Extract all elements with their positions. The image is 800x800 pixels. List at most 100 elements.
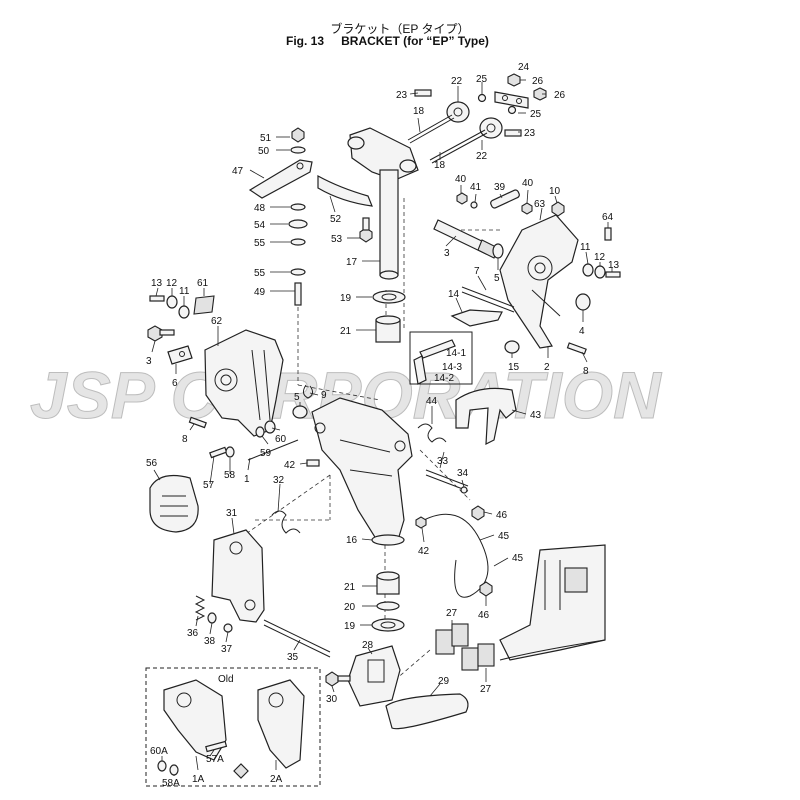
callout-53: 53: [331, 234, 343, 245]
callout-18-lower: 18: [434, 160, 446, 171]
callout-2: 2: [544, 362, 550, 373]
callout-14-2: 14-2: [434, 373, 454, 384]
callout-11-right: 11: [580, 242, 591, 253]
callout-46-lower: 46: [478, 610, 490, 621]
part-38-washer: [207, 612, 217, 624]
callout-42-lower: 42: [418, 546, 430, 557]
callout-57: 57: [203, 480, 215, 491]
callout-17: 17: [346, 257, 358, 268]
callout-55-lower: 55: [254, 268, 266, 279]
part-43-tilt-lever: [455, 387, 517, 445]
callout-30: 30: [326, 694, 338, 705]
figure-number: Fig. 13: [285, 34, 324, 48]
part-37-clip: [223, 623, 233, 633]
callout-40-left: 40: [455, 174, 467, 185]
callout-46-upper: 46: [496, 510, 508, 521]
part-35-shaft: [263, 619, 331, 658]
callout-33: 33: [437, 456, 449, 467]
callout-48: 48: [254, 203, 266, 214]
part-29-pad: [385, 693, 469, 730]
callout-35: 35: [287, 652, 299, 663]
callout-29: 29: [438, 676, 450, 687]
callout-13-right: 13: [608, 260, 620, 271]
callout-26-upper: 26: [532, 76, 544, 87]
part-8-bolt-right: [566, 342, 587, 355]
callout-4: 4: [579, 326, 585, 337]
part-19-washer-lower: [371, 618, 405, 632]
part-48-54-55-washers: [288, 203, 308, 276]
callout-16: 16: [346, 535, 358, 546]
callout-1: 1: [244, 474, 250, 485]
callout-51: 51: [260, 133, 272, 144]
part-13-12-11-left-pins: [149, 295, 190, 319]
callout-32: 32: [273, 475, 285, 486]
callout-21-upper: 21: [340, 326, 352, 337]
callout-45-upper: 45: [498, 531, 510, 542]
callout-24: 24: [518, 62, 530, 73]
callout-50: 50: [258, 146, 270, 157]
part-10-nut: [551, 201, 565, 217]
callout-3-right: 3: [444, 248, 450, 259]
callout-60: 60: [275, 434, 287, 445]
callout-14-1: 14-1: [446, 348, 466, 359]
part-47-lever: [248, 159, 313, 199]
callout-42-upper: 42: [284, 460, 296, 471]
part-1-bolt: [247, 439, 299, 461]
callout-9: 9: [321, 390, 327, 401]
part-24-plate: [494, 91, 529, 109]
callout-labels: 24 22 25 26 23 26 25 18 23 22 18 51 50 4…: [146, 62, 620, 789]
callout-58A: 58A: [162, 778, 180, 789]
callout-12-left: 12: [166, 278, 178, 289]
callout-63: 63: [534, 199, 546, 210]
part-49-stud: [294, 282, 302, 306]
callout-14: 14: [448, 289, 460, 300]
part-6-tab: [167, 345, 193, 365]
callout-18-upper: 18: [413, 106, 425, 117]
callout-8-left: 8: [182, 434, 188, 445]
callout-27-lower: 27: [480, 684, 492, 695]
part-57-58-bolt-washer: [209, 446, 235, 459]
callout-54: 54: [254, 220, 266, 231]
callout-27-upper: 27: [446, 608, 458, 619]
callout-31: 31: [226, 508, 238, 519]
part-27-anodes: [435, 623, 495, 671]
part-5-washer: [492, 243, 504, 259]
part-31-lower-bracket: [211, 529, 265, 623]
part-39-link: [490, 189, 520, 209]
callout-26-lower: 26: [554, 90, 566, 101]
callout-10: 10: [549, 186, 561, 197]
callout-62: 62: [211, 316, 223, 327]
part-53-bolt: [359, 217, 373, 243]
callout-45-lower: 45: [512, 553, 524, 564]
callout-36: 36: [187, 628, 199, 639]
callout-1A: 1A: [192, 774, 205, 785]
part-21-bushing-lower: [376, 571, 400, 595]
callout-23-upper: 23: [396, 90, 408, 101]
callout-37: 37: [221, 644, 233, 655]
callout-6: 6: [172, 378, 178, 389]
part-16-swivel-bracket: [311, 397, 413, 546]
callout-19-upper: 19: [340, 293, 352, 304]
callout-21-lower: 21: [344, 582, 356, 593]
callout-52: 52: [330, 214, 342, 225]
callout-39: 39: [494, 182, 506, 193]
callout-5-left: 5: [294, 392, 300, 403]
part-19-washer-upper: [372, 290, 406, 304]
callout-41: 41: [470, 182, 482, 193]
callout-22-upper: 22: [451, 76, 463, 87]
callout-57A: 57A: [206, 754, 224, 765]
part-56-grip: [149, 475, 199, 533]
part-36-spring: [194, 595, 206, 621]
callout-40-right: 40: [522, 178, 534, 189]
callout-56: 56: [146, 458, 158, 469]
callout-23-lower: 23: [524, 128, 536, 139]
callout-19-lower: 19: [344, 621, 356, 632]
part-52-plate: [317, 174, 373, 207]
part-14-subassembly-box: [409, 331, 473, 385]
part-32-spring: [271, 510, 301, 534]
callout-43: 43: [530, 410, 542, 421]
part-22-tiller-friction-upper: [446, 101, 503, 139]
callout-34: 34: [457, 468, 469, 479]
part-61-plate: [193, 295, 215, 315]
